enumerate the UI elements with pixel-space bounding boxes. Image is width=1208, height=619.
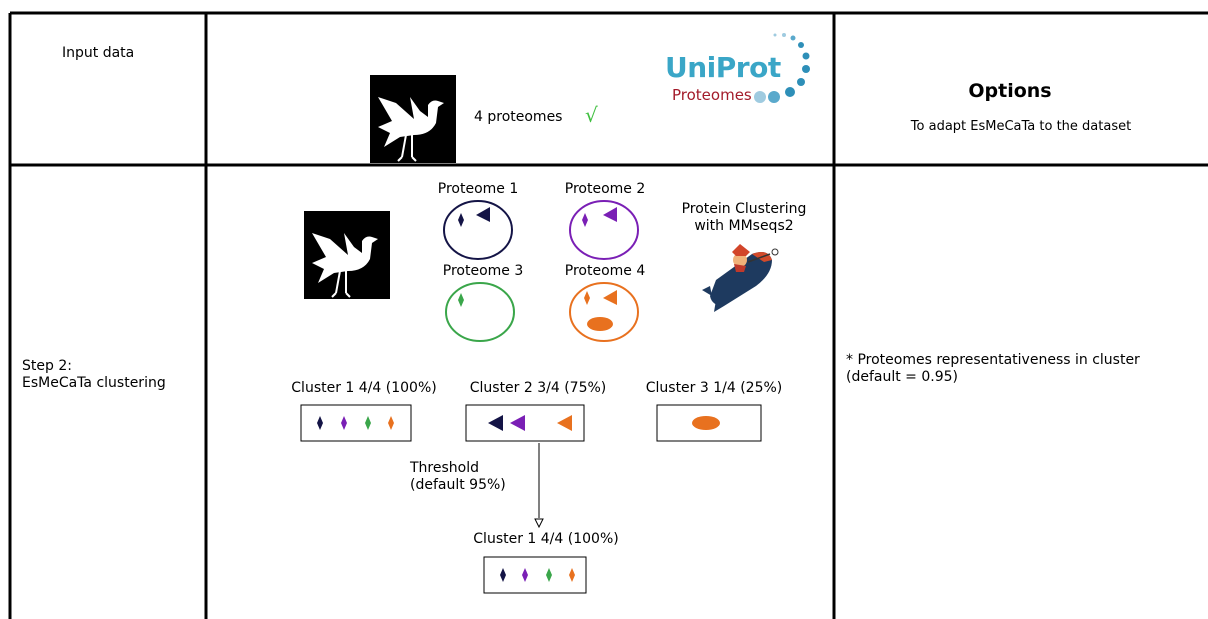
proteome-3-label: Proteome 3 — [442, 263, 524, 279]
threshold-line1: Threshold — [410, 460, 479, 476]
uniprot-logo-subtext: Proteomes — [672, 86, 752, 104]
bird-icon — [370, 75, 456, 163]
bird-icon — [304, 211, 390, 299]
cluster-3-label: Cluster 3 1/4 (25%) — [645, 380, 783, 396]
clustering-tool-line1: Protein Clustering — [681, 201, 807, 217]
cluster-1-box — [300, 404, 412, 442]
step-label-line1: Step 2: — [22, 358, 72, 374]
proteomes-count: 4 proteomes — [474, 109, 563, 125]
threshold-arrow — [534, 443, 544, 529]
proteome-3-shape — [445, 282, 515, 342]
options-param-line1: * Proteomes representativeness in cluste… — [846, 352, 1140, 368]
check-mark-icon: √ — [585, 103, 598, 127]
uniprot-logo-text: UniProt — [665, 51, 781, 84]
proteome-1-shape — [443, 200, 513, 260]
threshold-line2: (default 95%) — [410, 477, 506, 493]
clustering-tool-line2: with MMseqs2 — [694, 218, 794, 234]
cluster-2-label: Cluster 2 3/4 (75%) — [469, 380, 607, 396]
proteome-2-label: Proteome 2 — [564, 181, 646, 197]
result-cluster-label: Cluster 1 4/4 (100%) — [473, 531, 619, 547]
options-title: Options — [968, 80, 1052, 102]
proteome-4-label: Proteome 4 — [564, 263, 646, 279]
cluster-2-box — [465, 404, 585, 442]
options-subtitle: To adapt EsMeCaTa to the dataset — [910, 119, 1132, 134]
proteome-2-shape — [569, 200, 639, 260]
cluster-3-box — [656, 404, 762, 442]
result-cluster-box — [483, 556, 587, 594]
proteome-1-label: Proteome 1 — [437, 181, 519, 197]
proteome-4-shape — [569, 282, 639, 342]
input-data-label: Input data — [62, 45, 135, 61]
step-label-line2: EsMeCaTa clustering — [22, 375, 166, 391]
options-param-line2: (default = 0.95) — [846, 369, 958, 385]
table-grid — [8, 11, 1208, 619]
mmseqs2-rocket-icon — [702, 244, 779, 312]
cluster-1-label: Cluster 1 4/4 (100%) — [291, 380, 437, 396]
uniprot-logo — [754, 33, 810, 103]
